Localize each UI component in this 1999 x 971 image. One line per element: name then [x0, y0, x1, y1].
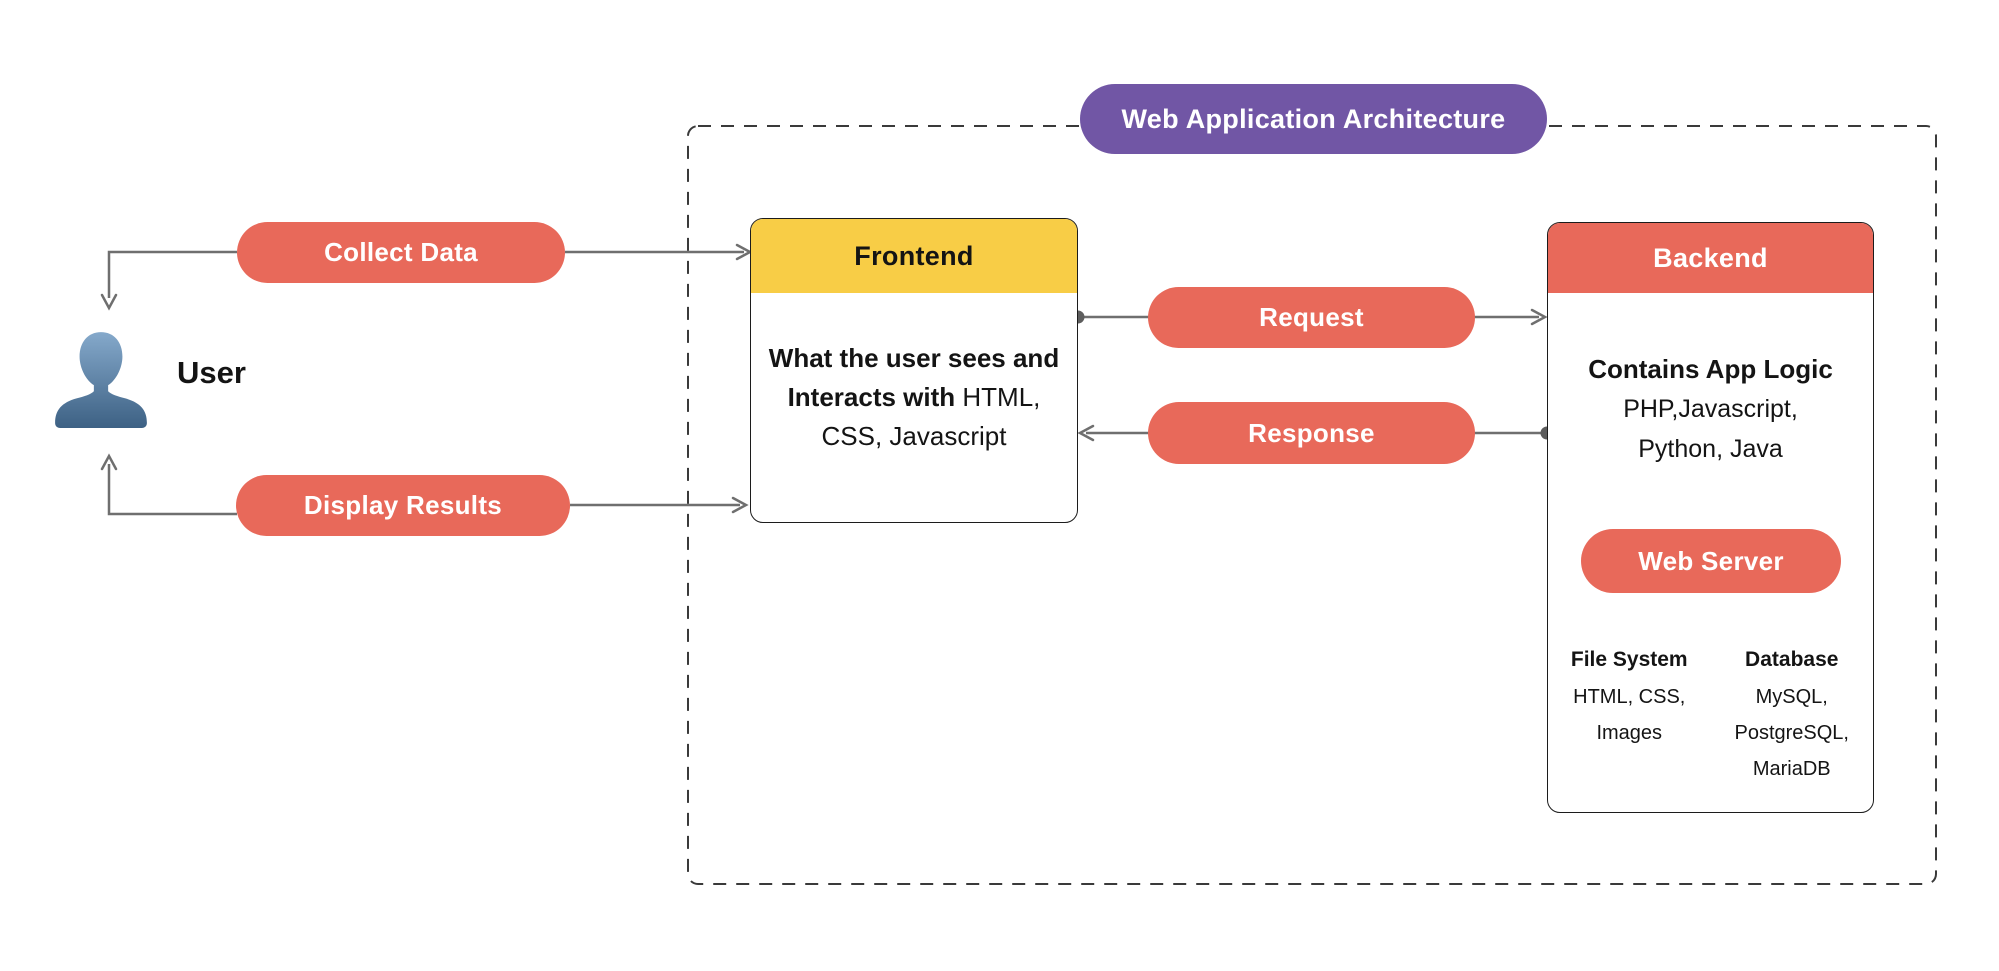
backend-logic-line: PHP,Javascript,: [1623, 395, 1798, 423]
request-pill: Request: [1148, 287, 1475, 348]
database-heading: Database: [1745, 648, 1839, 671]
file-system-line: HTML, CSS,: [1573, 686, 1686, 708]
user-icon: [55, 332, 147, 428]
display-results-pill: Display Results: [236, 475, 570, 536]
request-label: Request: [1259, 302, 1364, 332]
frontend-description-line: CSS, Javascript: [821, 421, 1007, 451]
backend-logic-heading: Contains App Logic: [1588, 354, 1833, 384]
arrowhead-into-frontend-top: [735, 243, 753, 261]
backend-header: Backend: [1548, 223, 1873, 293]
backend-logic-line: Python, Java: [1638, 435, 1783, 463]
diagram-title-pill: Web Application Architecture: [1080, 84, 1547, 154]
frontend-description-line: Interacts with HTML,: [787, 382, 1041, 412]
arrowhead-down-to-user: [100, 293, 118, 311]
backend-title: Backend: [1653, 242, 1768, 273]
arrowhead-into-backend: [1530, 308, 1548, 326]
response-pill: Response: [1148, 402, 1475, 464]
diagram-title: Web Application Architecture: [1121, 103, 1506, 134]
backend-node: Backend Contains App Logic PHP,Javascrip…: [1547, 222, 1874, 813]
frontend-header: Frontend: [751, 219, 1077, 293]
frontend-title: Frontend: [854, 240, 974, 271]
arrowhead-into-frontend-bottom: [731, 496, 749, 514]
frontend-description-line: What the user sees and: [768, 343, 1060, 373]
web-server-label: Web Server: [1638, 545, 1784, 576]
response-label: Response: [1248, 417, 1375, 448]
arrowhead-up-to-user: [100, 453, 118, 471]
collect-data-pill: Collect Data: [237, 222, 565, 283]
file-system-line: Images: [1596, 722, 1663, 744]
backend-logic: Contains App Logic PHP,Javascript, Pytho…: [1548, 293, 1873, 469]
file-system-column: File System HTML, CSS, Images: [1548, 641, 1711, 787]
file-system-heading: File System: [1570, 648, 1688, 671]
arrowhead-into-frontend-right: [1077, 424, 1095, 442]
database-line: PostgreSQL,: [1734, 722, 1849, 744]
frontend-description: What the user sees and Interacts with HT…: [751, 293, 1077, 456]
user-label: User: [177, 355, 246, 390]
collect-data-line-left: [107, 250, 237, 298]
database-column: Database MySQL, PostgreSQL, MariaDB: [1711, 641, 1874, 787]
collect-data-label: Collect Data: [324, 237, 478, 267]
database-line: MySQL,: [1755, 686, 1828, 708]
display-results-label: Display Results: [303, 490, 503, 520]
database-line: MariaDB: [1752, 758, 1831, 780]
frontend-node: Frontend What the user sees and Interact…: [750, 218, 1078, 523]
web-server-pill: Web Server: [1581, 529, 1841, 593]
backend-storage-columns: File System HTML, CSS, Images Database M…: [1548, 641, 1873, 787]
display-results-line-left: [107, 464, 237, 516]
